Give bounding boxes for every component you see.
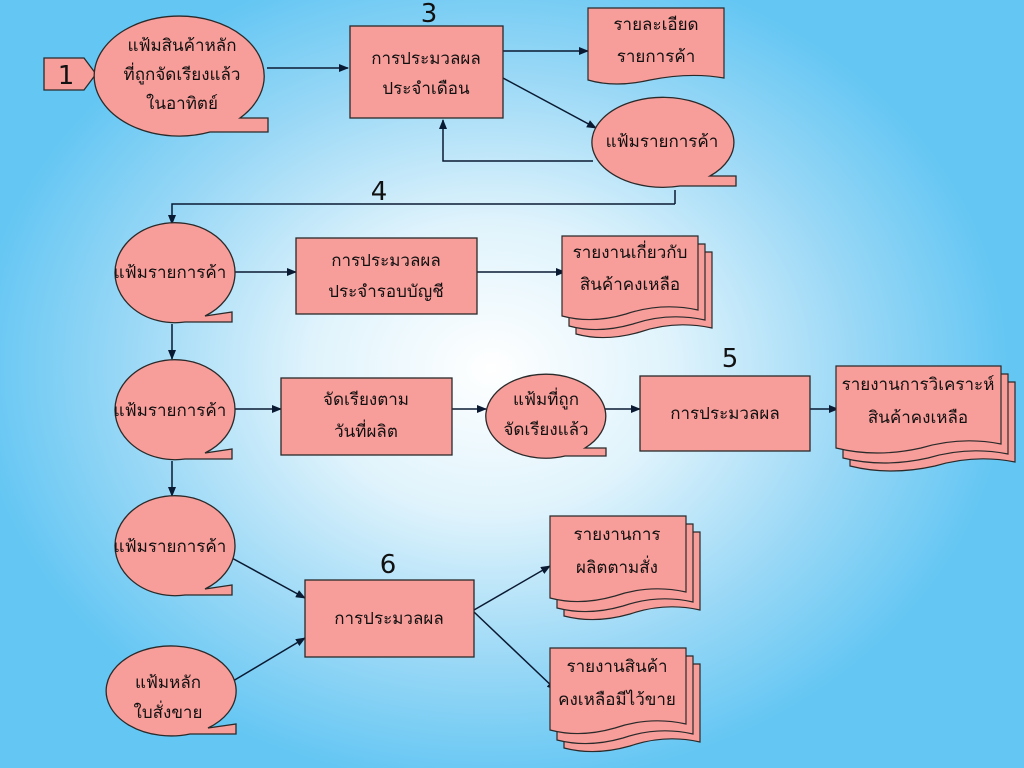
sales-order-master-line-1: แฟ้มหลัก [135,673,201,693]
item-detail-document: รายละเอียด รายการค้า [587,7,725,85]
process-5-label: การประมวลผล [670,404,780,424]
sales-order-master-line-2: ใบสั่งขาย [134,700,203,723]
sort-by-date-line-1: จัดเรียงตาม [323,390,409,410]
arrow-transaction-loop-back [439,119,593,162]
connector-number-1: 1 [58,61,75,91]
sorted-file-line-2: จัดเรียงแล้ว [503,420,588,440]
production-order-line-2: ผลิตตามสั่ง [576,555,658,578]
transaction-file-top-label: แฟ้มรายการค้า [606,132,719,152]
offpage-connector-1: 1 [43,57,97,91]
accounting-process: การประมวลผล ประจำรอบบัญชี [295,237,478,315]
item-detail-line-2: รายการค้า [617,47,696,67]
process-5: การประมวลผล [639,375,811,452]
stock-analysis-line-1: รายงานการวิเคราะห์ [842,375,995,395]
sorted-file: แฟ้มที่ถูก จัดเรียงแล้ว [485,373,607,459]
transaction-file-3: แฟ้มรายการค้า [114,495,236,597]
master-sorted-file-line-1: แฟ้มสินค้าหลัก [127,36,236,56]
monthly-process-line-2: ประจำเดือน [382,79,470,99]
arrow-process-6-to-production-report [473,565,551,611]
item-detail-line-1: รายละเอียด [613,15,698,35]
monthly-process-line-1: การประมวลผล [371,49,481,69]
transaction-file-top: แฟ้มรายการค้า [591,96,737,188]
process-6-label: การประมวลผล [334,609,444,629]
step-number-5: 5 [722,344,739,374]
unsold-stock-line-2: คงเหลือมีไว้ขาย [558,689,676,710]
arrow-to-transaction-file-1 [168,203,675,225]
monthly-process: การประมวลผล ประจำเดือน [349,25,504,119]
remaining-stock-report-line-2: สินค้าคงเหลือ [580,275,680,295]
sorted-file-line-1: แฟ้มที่ถูก [513,387,579,410]
remaining-stock-report-line-1: รายงานเกี่ยวกับ [573,240,688,263]
sales-order-master-file: แฟ้มหลัก ใบสั่งขาย [105,645,237,737]
accounting-process-line-1: การประมวลผล [331,251,441,271]
unsold-stock-report: รายงานสินค้า คงเหลือมีไว้ขาย [549,647,701,753]
stock-analysis-report: รายงานการวิเคราะห์ สินค้าคงเหลือ [835,365,1016,472]
sort-by-date-line-2: วันที่ผลิต [334,419,398,442]
remaining-stock-report: รายงานเกี่ยวกับ สินค้าคงเหลือ [561,235,713,339]
process-6: การประมวลผล [304,579,475,658]
production-order-line-1: รายงานการ [573,525,660,545]
transaction-file-1: แฟ้มรายการค้า [114,222,236,324]
connectors [168,47,839,691]
transaction-file-1-label: แฟ้มรายการค้า [114,263,227,283]
arrow-process-6-to-unsold-report [473,611,557,691]
unsold-stock-line-1: รายงานสินค้า [566,657,667,677]
master-sorted-file-line-3: ในอาทิตย์ [146,93,218,114]
master-sorted-file: แฟ้มสินค้าหลัก ที่ถูกจัดเรียงแล้ว ในอาทิ… [93,15,269,137]
transaction-file-2: แฟ้มรายการค้า [114,359,236,461]
sort-by-date-process: จัดเรียงตาม วันที่ผลิต [280,377,453,456]
step-number-6: 6 [380,550,397,580]
arrow-sales-order-to-process-6 [232,637,306,682]
transaction-file-2-label: แฟ้มรายการค้า [114,401,227,421]
master-sorted-file-line-2: ที่ถูกจัดเรียงแล้ว [124,62,241,85]
accounting-process-line-2: ประจำรอบบัญชี [328,282,444,302]
transaction-file-3-label: แฟ้มรายการค้า [114,537,227,557]
arrow-monthly-to-transaction [502,77,597,129]
step-number-4: 4 [371,177,388,207]
arrow-transaction-to-process-6 [229,556,306,599]
production-order-report: รายงานการ ผลิตตามสั่ง [549,515,701,621]
stock-analysis-line-2: สินค้าคงเหลือ [868,408,968,428]
step-number-3: 3 [421,0,438,29]
